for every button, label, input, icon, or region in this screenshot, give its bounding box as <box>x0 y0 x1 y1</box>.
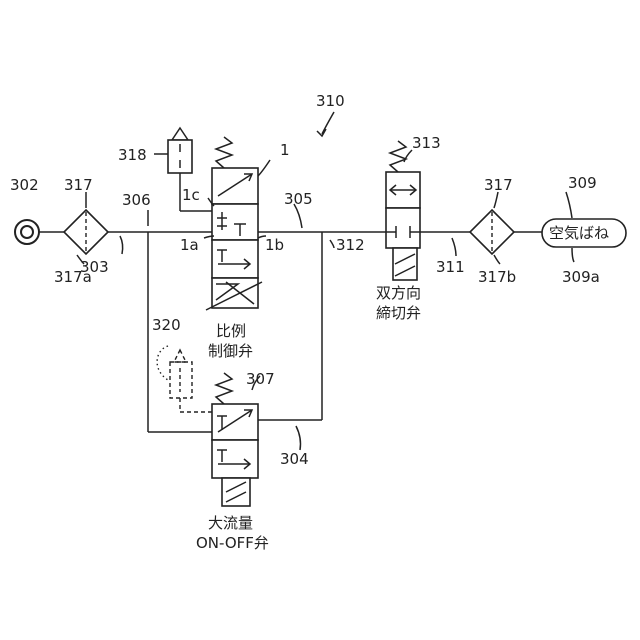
label-306: 306 <box>122 191 151 209</box>
source-302-symbol <box>15 220 39 244</box>
label-1b: 1b <box>265 236 284 254</box>
caption-bidirectional-line2: 締切弁 <box>376 304 421 322</box>
caption-proportional-line2: 制御弁 <box>208 342 253 360</box>
caption-proportional-line1: 比例 <box>216 322 246 340</box>
proportional-valve-1-symbol <box>206 137 262 310</box>
shutoff-valve-313-symbol <box>386 141 420 280</box>
label-305: 305 <box>284 190 313 208</box>
label-312: 312 <box>336 236 365 254</box>
label-302: 302 <box>10 176 39 194</box>
exhaust-318-symbol <box>154 128 192 173</box>
label-317-left: 317 <box>64 176 93 194</box>
caption-air-spring: 空気ばね <box>549 224 609 242</box>
label-311: 311 <box>436 258 465 276</box>
filter-317a-symbol <box>64 210 108 254</box>
label-318: 318 <box>118 146 147 164</box>
pilot-320-symbol <box>157 346 212 412</box>
label-1: 1 <box>280 141 290 159</box>
label-317b: 317b <box>478 268 516 286</box>
onoff-valve-307-symbol <box>212 373 258 506</box>
label-307: 307 <box>246 370 275 388</box>
label-320: 320 <box>152 316 181 334</box>
label-313: 313 <box>412 134 441 152</box>
label-309a: 309a <box>562 268 600 286</box>
caption-large-flow-line1: 大流量 <box>208 514 253 532</box>
label-317-right: 317 <box>484 176 513 194</box>
label-303: 303 <box>80 258 109 276</box>
label-304: 304 <box>280 450 309 468</box>
label-309: 309 <box>568 174 597 192</box>
label-1a: 1a <box>180 236 199 254</box>
filter-317b-symbol <box>470 210 514 254</box>
label-310: 310 <box>316 92 345 110</box>
label-1c: 1c <box>182 186 200 204</box>
caption-large-flow-line2: ON-OFF弁 <box>196 534 269 552</box>
caption-bidirectional-line1: 双方向 <box>376 284 421 302</box>
